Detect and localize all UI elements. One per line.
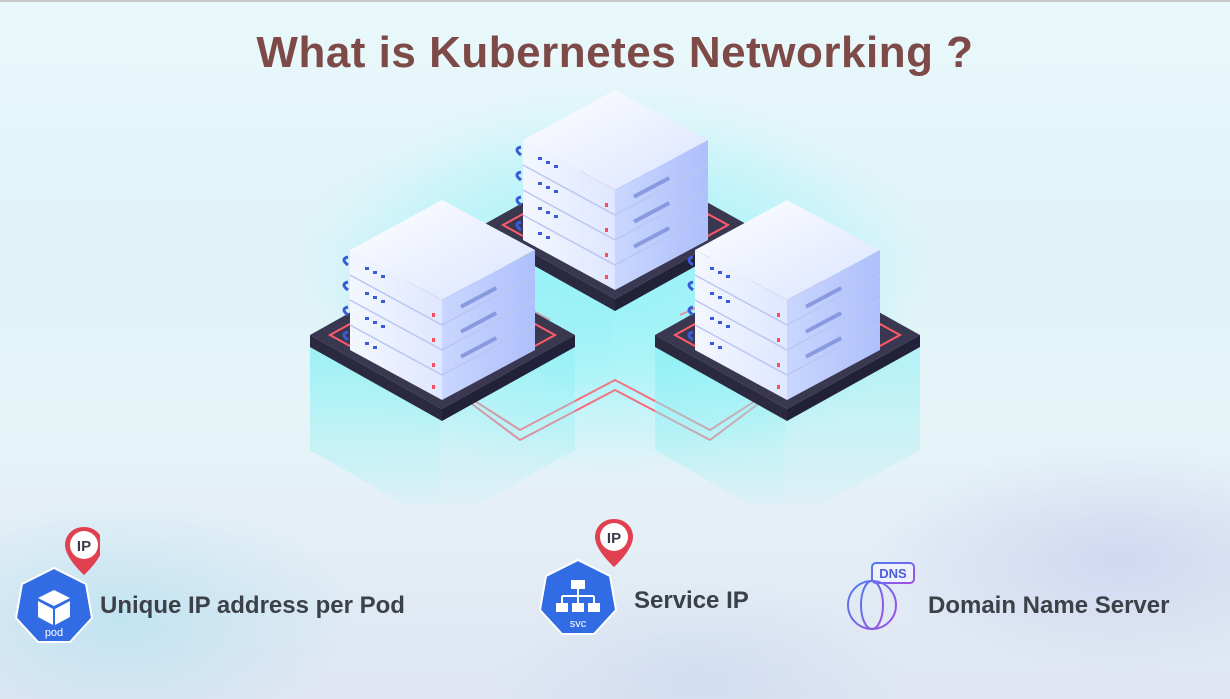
svg-text:DNS: DNS: [879, 566, 907, 581]
server-cluster-illustration: [295, 85, 935, 505]
page-title: What is Kubernetes Networking ?: [256, 28, 974, 77]
feature-label-pod-ip: Unique IP address per Pod: [100, 592, 405, 619]
pod-icon: IP pod: [14, 527, 100, 643]
feature-label-service-ip: Service IP: [634, 587, 749, 614]
svg-text:IP: IP: [77, 538, 91, 555]
feature-label-dns: Domain Name Server: [928, 592, 1170, 619]
ip-pin-icon: IP: [65, 527, 100, 575]
svc-icon: IP svc: [538, 519, 633, 635]
dns-globe-icon: DNS: [844, 562, 915, 631]
ip-pin-icon: IP: [595, 519, 633, 567]
svg-text:IP: IP: [607, 530, 621, 547]
svg-text:svc: svc: [570, 618, 587, 630]
svg-text:pod: pod: [45, 627, 63, 639]
